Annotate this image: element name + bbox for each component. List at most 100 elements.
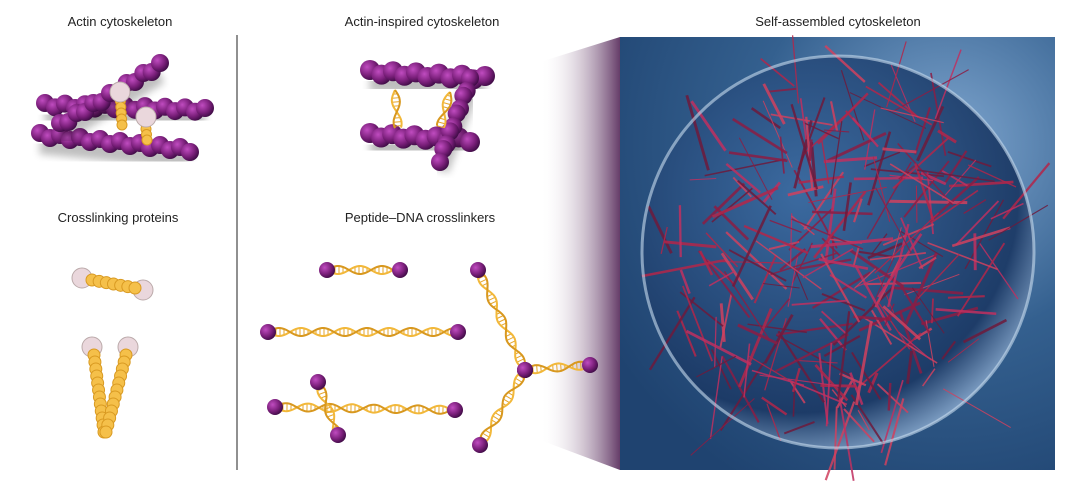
base-pair [503,398,510,404]
fiber [863,281,922,286]
fiber [709,356,723,440]
peptide-bead [260,324,276,340]
base-pair [504,394,513,400]
fiber [714,316,717,369]
fiber [852,245,860,268]
fiber [728,249,787,282]
fiber [824,44,866,83]
fiber [887,223,910,308]
fiber [813,190,867,259]
fiber [877,302,911,350]
base-pair [487,296,496,302]
dna-strand [274,402,456,415]
fiber [842,182,852,231]
fiber [870,309,893,345]
peptide-bead [582,357,598,373]
fiber [732,117,788,155]
fiber [886,41,907,108]
base-pair [516,358,525,363]
fiber [708,270,735,287]
dna-strand [274,402,456,415]
fiber [776,322,853,336]
fiber [743,343,751,398]
fiber [791,215,815,236]
peptide-bead [470,262,486,278]
fiber [917,253,960,299]
fiber [867,131,892,206]
base-pair [394,125,402,127]
dna-strand [392,89,401,129]
fiber [889,163,954,204]
dna-strand [435,91,453,126]
fiber [660,226,668,255]
fiber [763,313,794,365]
dna-crosslinker [390,89,403,129]
fiber [664,240,717,249]
fiber [851,117,879,148]
fiber [851,351,882,400]
fiber [837,311,851,400]
fiber [903,160,950,218]
fiber [790,103,819,190]
fiber [883,303,895,327]
fiber [690,398,755,456]
peptide-bead [267,399,283,415]
fiber [853,268,877,289]
fiber [979,243,1019,300]
filament-shadow [39,136,191,169]
fiber [697,250,751,319]
fiber [814,364,849,402]
fiber [871,244,900,307]
fiber [937,129,957,144]
protein-head [109,81,131,103]
fiber [760,57,795,87]
dna-strand [477,269,526,370]
fiber [832,285,896,346]
dna-strand [326,265,400,275]
fiber [927,242,998,271]
fiber [865,85,933,126]
fiber [931,298,934,324]
fiber [857,409,870,431]
fiber [762,100,793,168]
actin-bead [431,153,449,171]
fiber [762,83,786,125]
base-pair [515,377,523,383]
base-pair [496,315,504,320]
base-pair [318,391,327,396]
dna-strand [267,327,459,337]
fiber [947,295,985,299]
base-pair [492,415,500,421]
base-pair [479,278,487,283]
fiber [779,136,785,174]
fiber [887,382,892,411]
fiber [783,420,815,435]
base-pair [532,365,534,374]
fiber [990,202,1024,220]
fiber [790,381,806,404]
dna-strand [317,381,343,434]
peptide-bead [392,262,408,278]
fiber [812,210,873,216]
fiber [711,187,753,223]
cytoskeleton-fibers [641,35,1051,481]
fiber [825,342,833,427]
base-pair [327,413,335,418]
fiber [820,310,847,334]
label-crosslinking-proteins: Crosslinking proteins [57,210,179,225]
protein-bead [99,425,113,439]
fiber [791,367,801,393]
fiber [911,287,945,334]
actin-bead [181,143,199,161]
fiber [763,282,800,289]
fiber [802,121,839,140]
fiber [962,318,1008,344]
fiber [777,330,825,403]
fiber [944,150,968,183]
peptide-bead [319,262,335,278]
fiber [768,240,800,251]
fiber [955,200,1000,246]
fiber [641,258,727,278]
fiber [712,186,779,219]
fiber [823,129,850,133]
